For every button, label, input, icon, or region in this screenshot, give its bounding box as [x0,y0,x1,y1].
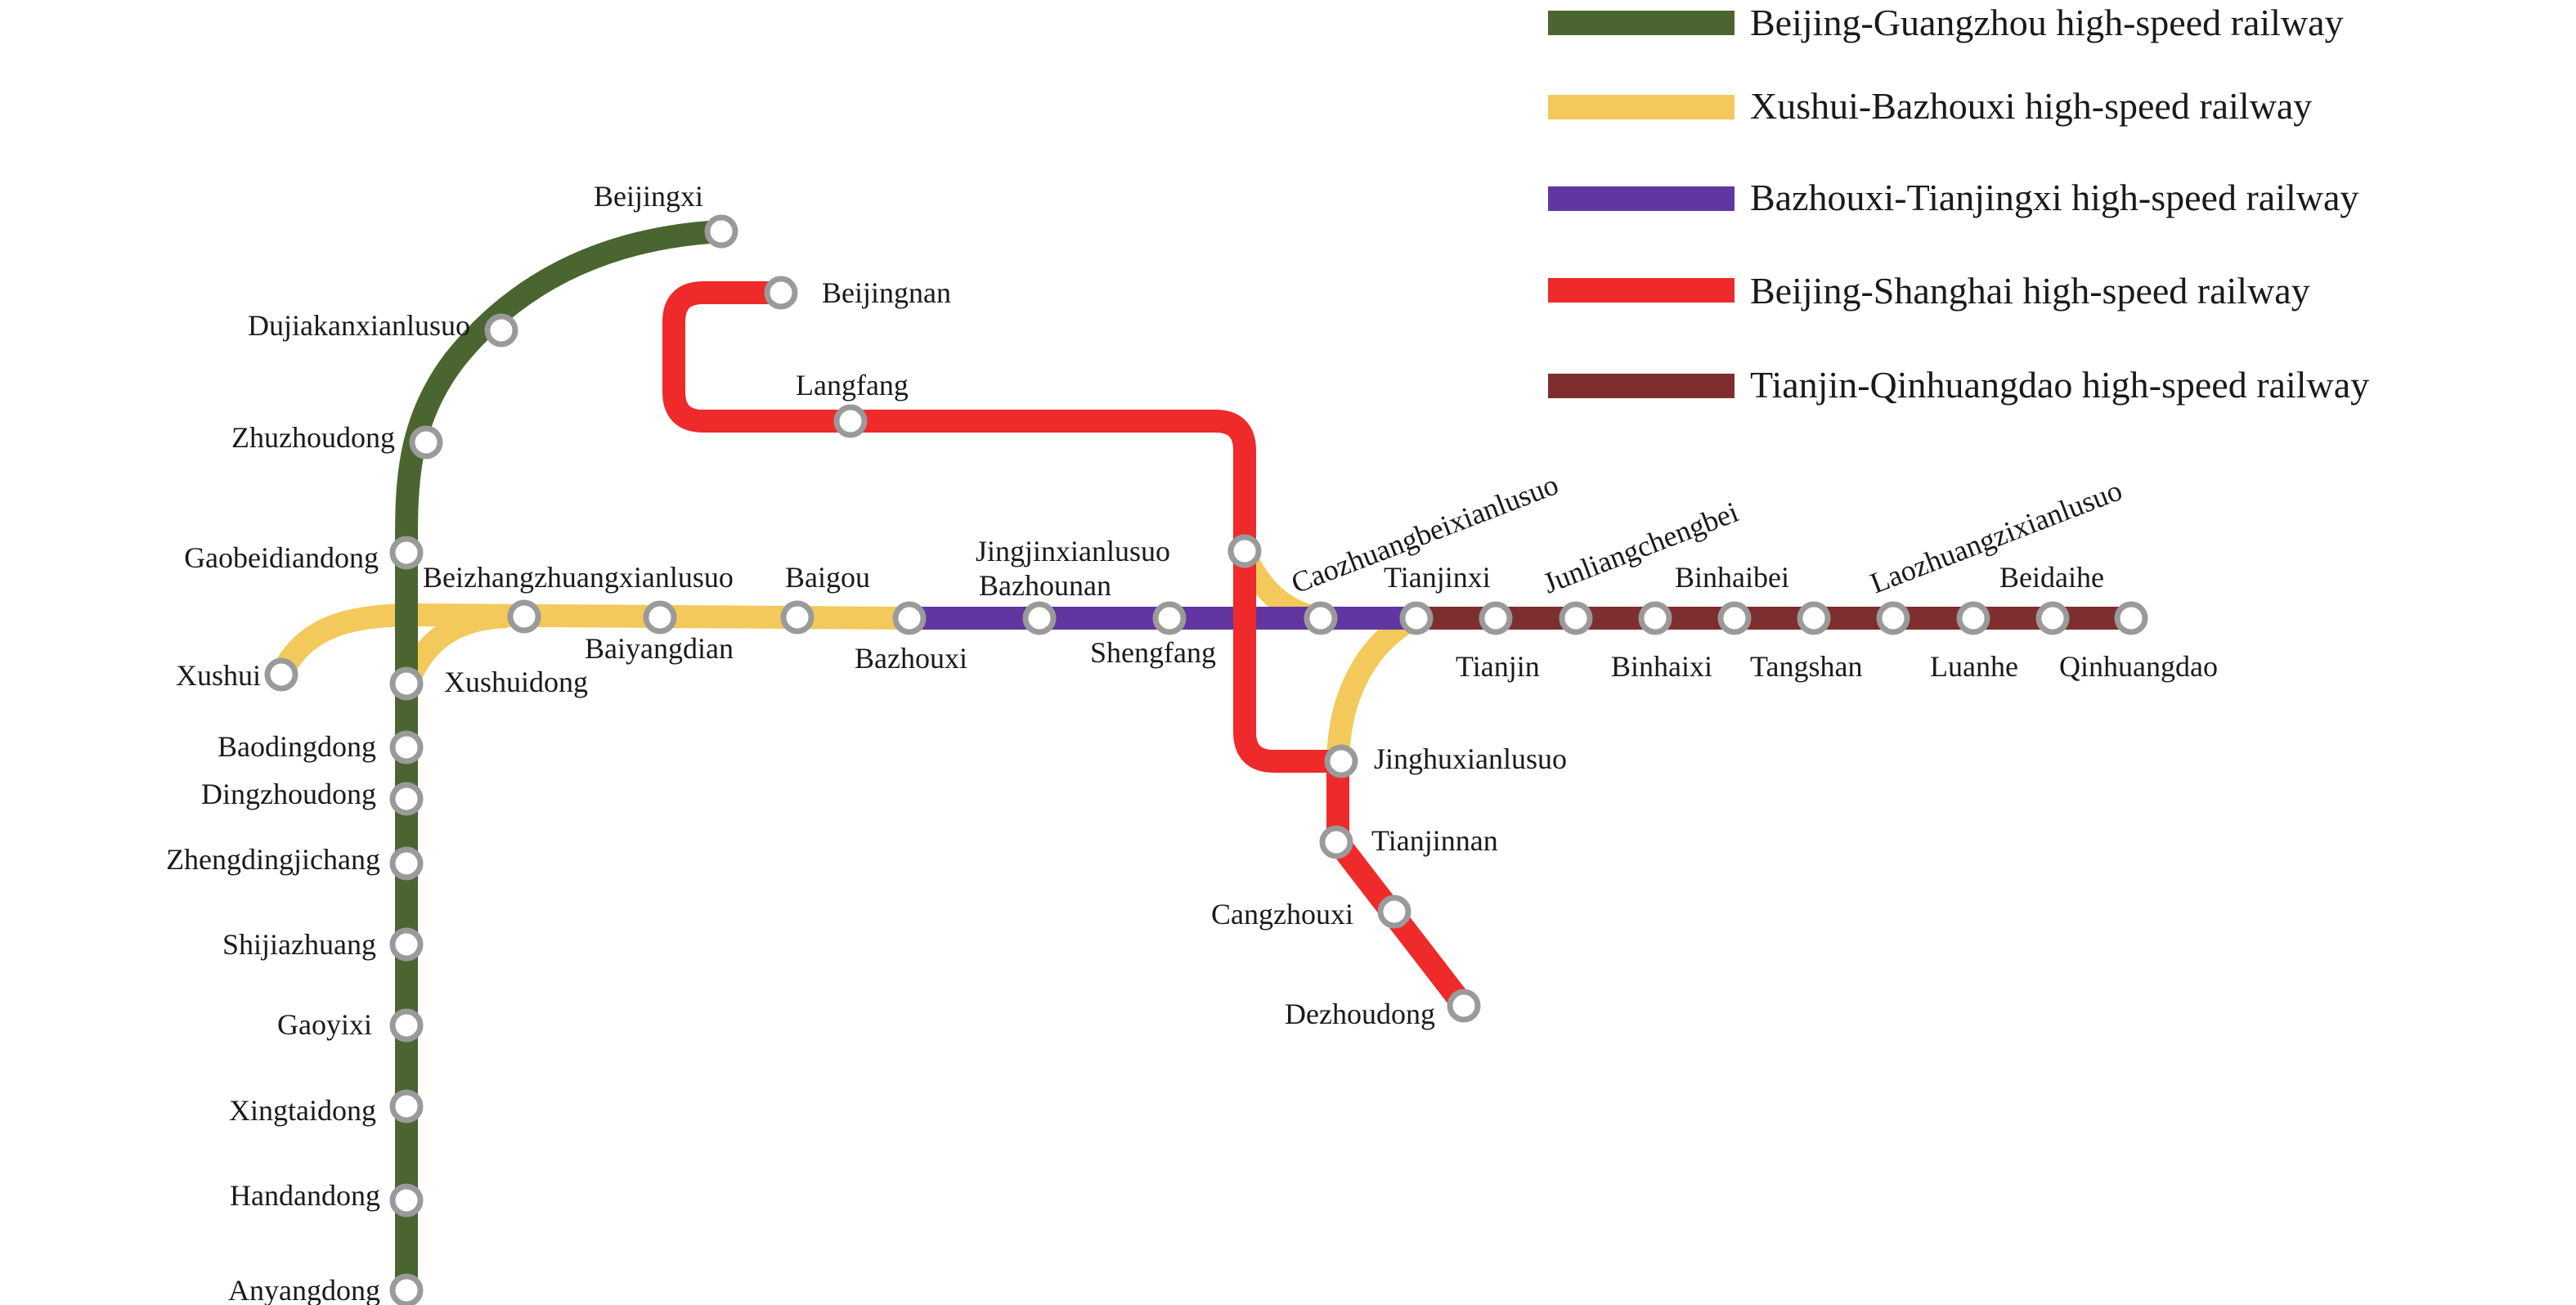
label-baodingdong: Baodingdong [218,730,376,763]
station-xushui[interactable] [264,657,298,692]
label-jinghuxianlusuo: Jinghuxianlusuo [1374,742,1567,775]
station-dujiakanxianlusuo[interactable] [484,313,518,348]
label-baiyangdian: Baiyangdian [585,632,734,665]
station-qinhuangdao[interactable] [2114,601,2148,635]
label-zhengdingjichang: Zhengdingjichang [166,843,380,876]
label-xushuidong: Xushuidong [444,666,588,698]
station-langfang[interactable] [833,404,868,438]
label-beijingnan: Beijingnan [822,276,951,309]
station-binhaibei[interactable] [1717,601,1752,635]
label-langfang: Langfang [796,369,909,401]
station-luanhe[interactable] [1956,601,1990,635]
legend-swatch-bazhouxi-tianjinxi [1548,186,1735,211]
label-binhaixi: Binhaixi [1611,650,1712,683]
station-xushuidong[interactable] [389,666,424,701]
legend-label-xushui-bazhouxi: Xushui-Bazhouxi high-speed railway [1750,85,2312,127]
station-baigou[interactable] [780,600,815,635]
station-beijingnan[interactable] [764,276,798,310]
station-beidaihe[interactable] [2035,601,2070,635]
station-beijingxi[interactable] [704,214,738,249]
station-gaobeidiandong[interactable] [389,536,424,570]
legend-label-beijing-shanghai: Beijing-Shanghai high-speed railway [1750,270,2310,312]
label-xingtaidong: Xingtaidong [229,1094,376,1127]
station-jinghuxianlusuo[interactable] [1324,744,1358,778]
station-caozhuangbeixianlusuo[interactable] [1304,601,1338,635]
label-binhaibei: Binhaibei [1675,561,1789,594]
station-tangshan[interactable] [1797,601,1831,635]
label-shijiazhuang: Shijiazhuang [222,928,376,961]
station-zhuzhoudong[interactable] [409,425,443,460]
station-tianjinnan[interactable] [1319,825,1353,859]
station-jingjinxianlusuo[interactable] [1227,534,1262,568]
legend-swatch-xushui-bazhouxi [1548,95,1735,119]
label-tianjin: Tianjin [1456,650,1540,683]
station-bazhounan[interactable] [1022,601,1057,635]
label-qinhuangdao: Qinhuangdao [2059,650,2218,683]
label-jingjinxianlusuo: Jingjinxianlusuo [976,535,1170,567]
station-handandong[interactable] [389,1183,424,1218]
station-tianjinxi[interactable] [1399,601,1434,635]
label-gaobeidiandong: Gaobeidiandong [184,541,379,574]
label-beizhangzhuangxianlusuo: Beizhangzhuangxianlusuo [423,561,734,594]
station-shengfang[interactable] [1152,601,1187,635]
station-binhaixi[interactable] [1638,601,1672,635]
station-cangzhouxi[interactable] [1377,895,1411,929]
label-baigou: Baigou [785,561,870,594]
station-gaoyixi[interactable] [389,1008,424,1043]
legend-label-tianjin-qinhuangdao: Tianjin-Qinhuangdao high-speed railway [1750,364,2369,406]
label-cangzhouxi: Cangzhouxi [1211,898,1353,931]
legend-label-beijing-guangzhou: Beijing-Guangzhou high-speed railway [1750,2,2344,43]
label-beijingxi: Beijingxi [594,180,703,213]
label-xushui: Xushui [176,659,261,692]
xushui-bazhouxi-branch-jinghu [1326,608,1420,761]
label-beidaihe: Beidaihe [1999,561,2104,594]
legend-swatch-beijing-shanghai [1548,278,1735,303]
label-zhuzhoudong: Zhuzhoudong [231,421,395,454]
label-dingzhoudong: Dingzhoudong [201,778,376,810]
label-tianjinnan: Tianjinnan [1371,824,1498,857]
beijing-shanghai-line [662,281,1474,1013]
legend: Beijing-Guangzhou high-speed railway Xus… [1548,2,2369,406]
label-shengfang: Shengfang [1090,636,1216,669]
station-anyangdong[interactable] [389,1273,424,1305]
station-zhengdingjichang[interactable] [389,846,424,881]
label-bazhouxi: Bazhouxi [855,642,967,675]
station-shijiazhuang[interactable] [389,927,424,962]
legend-label-bazhouxi-tianjinxi: Bazhouxi-Tianjingxi high-speed railway [1750,177,2358,218]
station-laozhuangzixianlusuo[interactable] [1876,601,1910,635]
legend-swatch-beijing-guangzhou [1548,11,1735,35]
label-tianjinxi: Tianjinxi [1384,561,1491,594]
station-beizhangzhuangxianlusuo[interactable] [507,599,541,634]
label-luanhe: Luanhe [1930,650,2018,683]
station-xingtaidong[interactable] [389,1089,424,1123]
station-dezhoudong[interactable] [1447,989,1481,1023]
station-junliangchengbei[interactable] [1559,601,1593,635]
legend-swatch-tianjin-qinhuangdao [1548,374,1735,398]
label-tangshan: Tangshan [1750,650,1862,683]
beijing-guangzhou-line [394,220,722,1290]
label-anyangdong: Anyangdong [228,1274,380,1305]
station-baiyangdian[interactable] [643,600,677,635]
station-bazhouxi[interactable] [892,601,927,635]
station-baodingdong[interactable] [389,730,424,765]
station-tianjin[interactable] [1479,601,1513,635]
station-dingzhoudong[interactable] [389,782,424,816]
label-dujiakanxianlusuo: Dujiakanxianlusuo [248,309,470,342]
label-bazhounan: Bazhounan [979,569,1111,602]
label-handandong: Handandong [230,1179,380,1212]
label-gaoyixi: Gaoyixi [277,1008,372,1041]
label-dezhoudong: Dezhoudong [1285,998,1435,1030]
